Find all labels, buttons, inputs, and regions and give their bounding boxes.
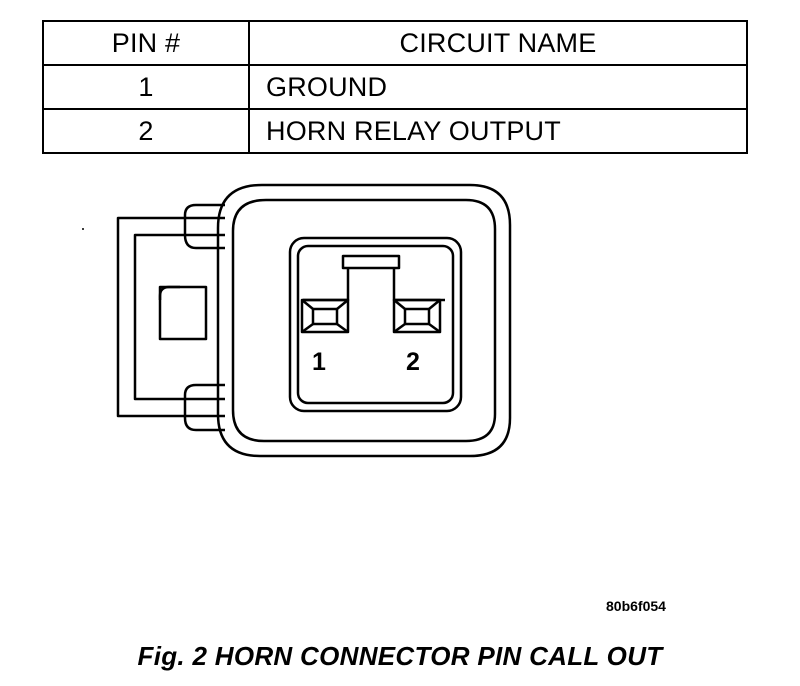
terminal-cavity-inner [296, 244, 455, 405]
pin-1-label: 1 [312, 348, 326, 376]
keying-tab [303, 254, 445, 302]
header-circuit-name: CIRCUIT NAME [248, 20, 748, 66]
table-row: 2 HORN RELAY OUTPUT [42, 108, 748, 154]
table-header-row: PIN # CIRCUIT NAME [42, 20, 748, 66]
connector-body-outer [216, 183, 512, 458]
pin-table: PIN # CIRCUIT NAME 1 GROUND 2 HORN RELAY… [42, 20, 748, 154]
figure-reference-code: 80b6f054 [606, 598, 666, 614]
circuit-name-cell: HORN RELAY OUTPUT [248, 108, 748, 154]
table-row: 1 GROUND [42, 64, 748, 110]
pin-2-label: 2 [406, 348, 420, 376]
pin-number-cell: 1 [42, 64, 250, 110]
stray-dot [82, 228, 84, 230]
connector-tabs [183, 203, 225, 432]
pin-2-terminal [392, 298, 442, 334]
header-pin-number: PIN # [42, 20, 250, 66]
circuit-name-cell: GROUND [248, 64, 748, 110]
pin-number-cell: 2 [42, 108, 250, 154]
figure-caption: Fig. 2 HORN CONNECTOR PIN CALL OUT [137, 641, 663, 671]
connector-latch [116, 216, 225, 418]
terminal-cavity-outer [288, 236, 463, 413]
pin-1-terminal [300, 298, 350, 334]
connector-body-inner [231, 198, 497, 443]
